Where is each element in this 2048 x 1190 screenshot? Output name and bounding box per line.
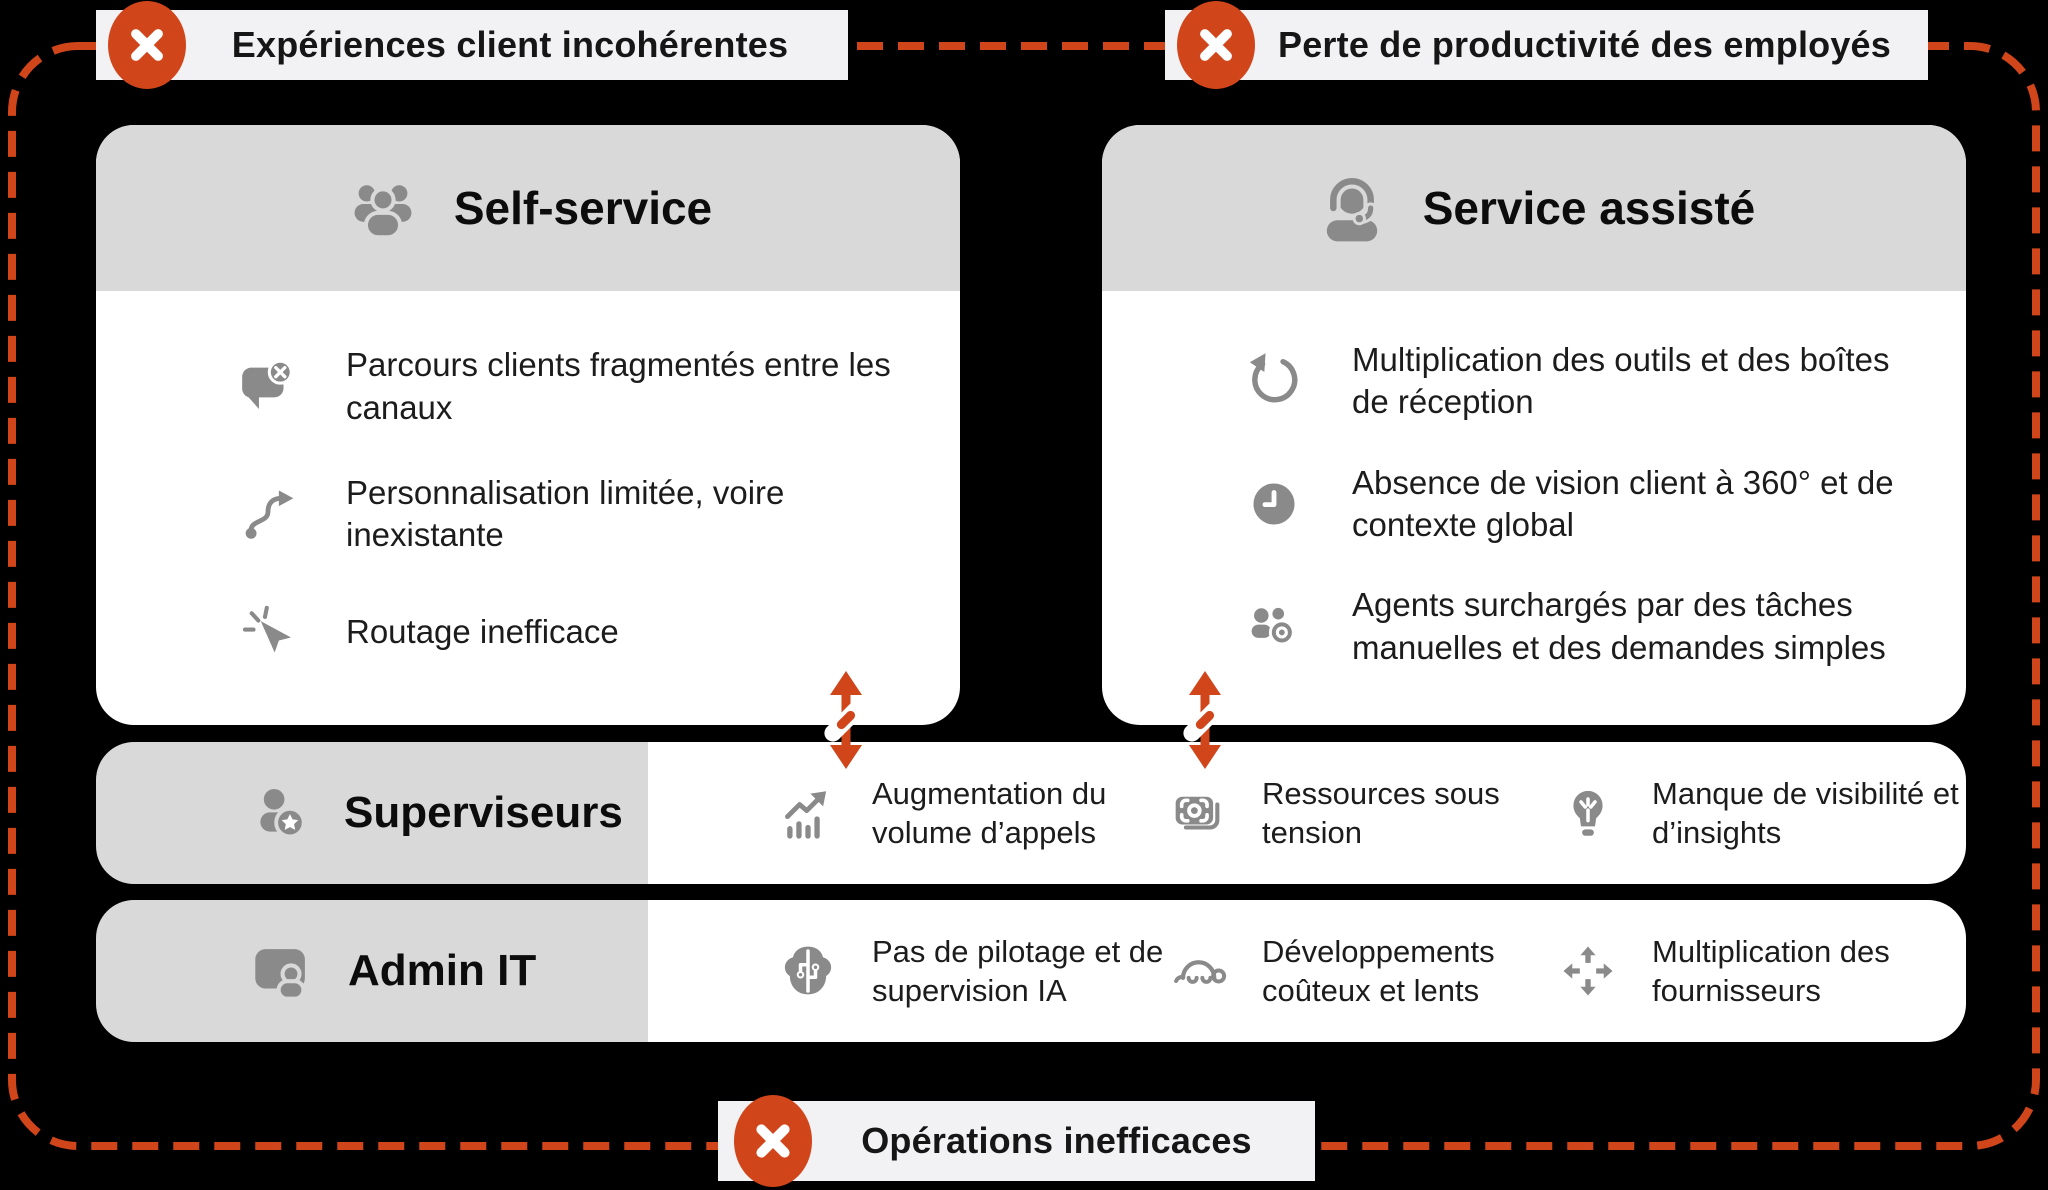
supervisors-band: Superviseurs Augmentation du volume d’ap… [96, 742, 1966, 884]
band-item: Développements coûteux et lents [1168, 932, 1558, 1010]
card-item: Agents surchargés par des tâches manuell… [1242, 584, 1926, 668]
card-item-text: Agents surchargés par des tâches manuell… [1352, 586, 1886, 666]
band-item-text: Augmentation du volume d’appels [872, 775, 1107, 850]
problem-label-inefficient-operations: Opérations inefficaces [718, 1095, 1315, 1187]
card-item-text: Personnalisation limitée, voire inexista… [346, 474, 785, 554]
card-item-text: Absence de vision client à 360° et de co… [1352, 463, 1894, 543]
card-item: Multiplication des outils et des boîtes … [1242, 339, 1926, 423]
brain-circuit-icon [778, 941, 838, 1001]
band-item: Manque de visibilité et d’insights [1558, 774, 1966, 852]
cursor-click-icon [236, 600, 300, 664]
supervisors-band-label: Superviseurs [96, 742, 648, 884]
x-circle-icon [108, 1, 186, 89]
card-item: Absence de vision client à 360° et de co… [1242, 462, 1926, 546]
band-item-text: Multiplication des fournisseurs [1652, 933, 1890, 1008]
flow-arrow-icon [236, 482, 300, 546]
x-icon [1200, 29, 1232, 61]
broken-link-arrow-icon [1183, 671, 1227, 769]
card-item-text: Multiplication des outils et des boîtes … [1352, 341, 1890, 421]
self-service-card-body: Parcours clients fragmentés entre les ca… [96, 291, 960, 725]
self-service-card: Self-service Parcours clients fragmentés… [96, 125, 960, 725]
admin-it-band: Admin IT Pas de pilotage et de supervisi… [96, 900, 1966, 1042]
band-label-text: Admin IT [348, 946, 537, 995]
assisted-service-card-body: Multiplication des outils et des boîtes … [1102, 291, 1966, 725]
admin-it-band-label: Admin IT [96, 900, 648, 1042]
x-circle-icon [1177, 1, 1255, 89]
clock-icon [1242, 472, 1306, 536]
band-item: Ressources sous tension [1168, 774, 1558, 852]
self-service-card-header: Self-service [96, 125, 960, 291]
problem-label-text: Opérations inefficaces [861, 1120, 1252, 1161]
assisted-service-card-header: Service assisté [1102, 125, 1966, 291]
person-star-icon [260, 788, 306, 839]
card-item-text: Routage inefficace [346, 612, 619, 650]
card-item: Personnalisation limitée, voire inexista… [236, 472, 920, 556]
chart-up-icon [778, 783, 838, 843]
admin-it-band-content: Pas de pilotage et de supervision IA Dév… [648, 900, 1966, 1042]
x-icon [756, 1124, 790, 1158]
turtle-icon [1168, 941, 1228, 1001]
band-item: Pas de pilotage et de supervision IA [778, 932, 1168, 1010]
card-item-text: Parcours clients fragmentés entre les ca… [346, 346, 891, 426]
band-item: Multiplication des fournisseurs [1558, 932, 1966, 1010]
problem-label-text: Expériences client incohérentes [231, 24, 789, 65]
band-item-text: Pas de pilotage et de supervision IA [872, 933, 1164, 1008]
people-group-icon [354, 185, 412, 240]
assisted-service-card: Service assisté Multiplication des outil… [1102, 125, 1966, 725]
band-item-text: Développements coûteux et lents [1262, 933, 1495, 1008]
money-icon [1168, 783, 1228, 843]
screen-person-icon [255, 949, 306, 1001]
people-eye-icon [1242, 595, 1306, 659]
band-item: Augmentation du volume d’appels [778, 774, 1168, 852]
supervisors-band-content: Augmentation du volume d’appels Re [648, 742, 1966, 884]
card-title: Self-service [453, 182, 713, 234]
card-title: Service assisté [1422, 182, 1756, 234]
move-arrows-icon [1558, 941, 1618, 1001]
chat-dismiss-icon [236, 355, 300, 419]
problem-label-customer-experience: Expériences client incohérentes [96, 1, 848, 89]
broken-link-arrow-icon [824, 671, 868, 769]
problem-label-productivity-loss: Perte de productivité des employés [1165, 1, 1928, 89]
rotate-arrow-icon [1242, 349, 1306, 413]
card-item: Parcours clients fragmentés entre les ca… [236, 344, 920, 428]
band-label-text: Superviseurs [344, 788, 623, 837]
problem-label-text: Perte de productivité des employés [1278, 24, 1891, 65]
band-item-text: Manque de visibilité et d’insights [1652, 775, 1959, 850]
lightbulb-icon [1558, 783, 1618, 843]
headset-person-icon [1325, 173, 1378, 242]
card-item: Routage inefficace [236, 600, 920, 664]
x-circle-icon [734, 1095, 812, 1187]
band-item-text: Ressources sous tension [1262, 775, 1500, 850]
x-icon [131, 29, 163, 61]
